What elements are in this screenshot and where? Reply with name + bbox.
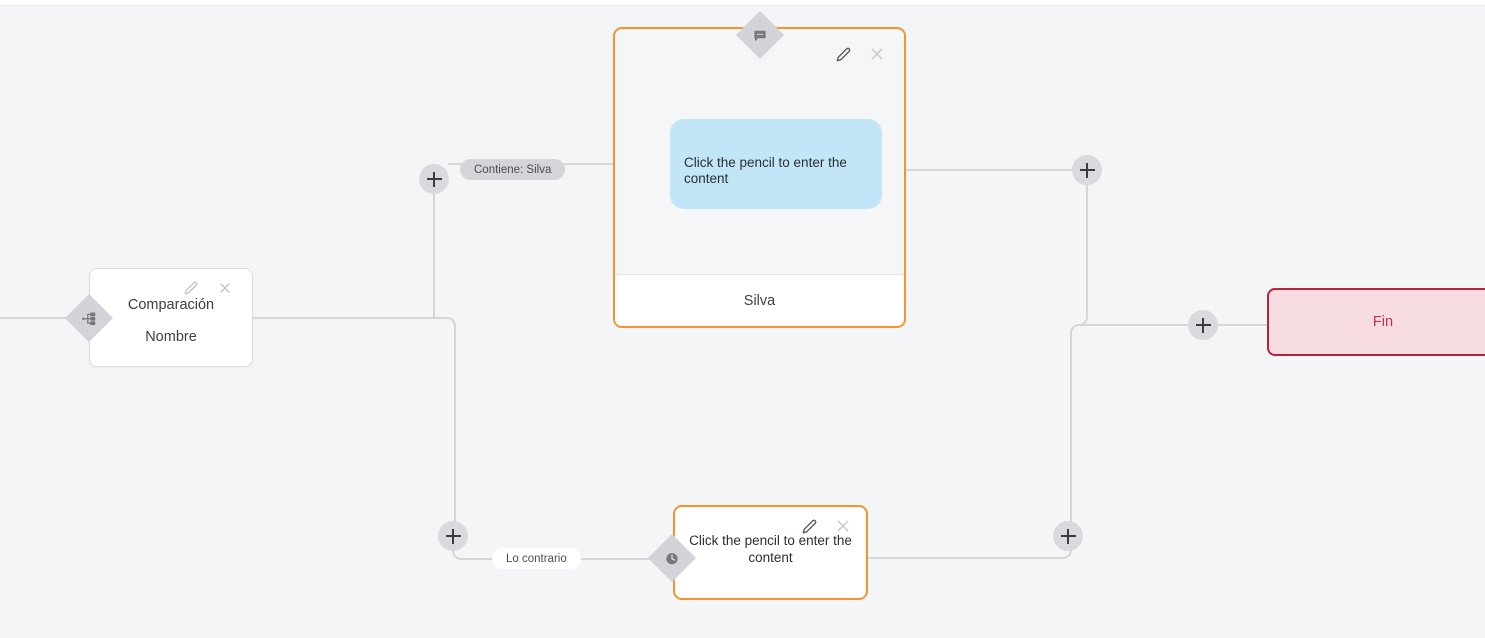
- node-message-bottom-actions: [800, 517, 852, 535]
- edge-message-bottom-out: [867, 549, 1072, 559]
- node-comparison-actions: [182, 279, 234, 297]
- node-comparison-title: Comparación: [127, 297, 215, 313]
- node-message-bottom-text: Click the pencil to enter the content: [689, 533, 852, 565]
- top-toolbar-strip: [0, 0, 1485, 6]
- add-node-handle-after-message-top[interactable]: [1072, 155, 1102, 185]
- node-message-bottom[interactable]: Click the pencil to enter the content: [673, 505, 868, 600]
- add-node-handle-after-message-bottom[interactable]: [1053, 521, 1083, 551]
- speech-bubble-icon: [753, 28, 768, 43]
- node-message-top[interactable]: Click the pencil to enter the content Si…: [613, 27, 906, 328]
- node-message-top-bubble: Click the pencil to enter the content: [670, 119, 882, 209]
- edge-bus-down: [1070, 324, 1080, 522]
- node-message-top-marker[interactable]: [735, 10, 785, 60]
- node-end[interactable]: Fin: [1267, 288, 1485, 356]
- edge-message-top-down: [1078, 184, 1088, 326]
- add-node-handle-before-end[interactable]: [1188, 310, 1218, 340]
- pencil-icon[interactable]: [834, 45, 852, 63]
- node-message-top-footer: Silva: [615, 274, 904, 326]
- add-node-handle-branch-false[interactable]: [438, 521, 468, 551]
- node-message-bottom-marker[interactable]: [647, 533, 697, 583]
- edge-label-branch-false[interactable]: Lo contrario: [492, 548, 581, 569]
- pencil-icon[interactable]: [800, 517, 818, 535]
- node-comparison-marker[interactable]: [64, 293, 114, 343]
- diagram-canvas[interactable]: Comparación Nombre: [0, 7, 1485, 638]
- close-icon[interactable]: [868, 45, 886, 63]
- node-comparison-subtitle: Nombre: [145, 329, 197, 345]
- close-icon[interactable]: [834, 517, 852, 535]
- pencil-icon[interactable]: [182, 279, 200, 297]
- node-message-top-actions: [834, 45, 886, 63]
- sitemap-icon: [82, 311, 97, 326]
- node-message-top-body: Click the pencil to enter the content: [615, 29, 904, 276]
- node-end-label: Fin: [1372, 314, 1394, 330]
- add-node-handle-branch-true[interactable]: [419, 164, 449, 194]
- clock-icon: [665, 551, 680, 566]
- close-icon[interactable]: [216, 279, 234, 297]
- edge-label-branch-true[interactable]: Contiene: Silva: [460, 159, 566, 180]
- node-comparison[interactable]: Comparación Nombre: [89, 268, 253, 367]
- edge-branch-false-riser: [446, 317, 456, 523]
